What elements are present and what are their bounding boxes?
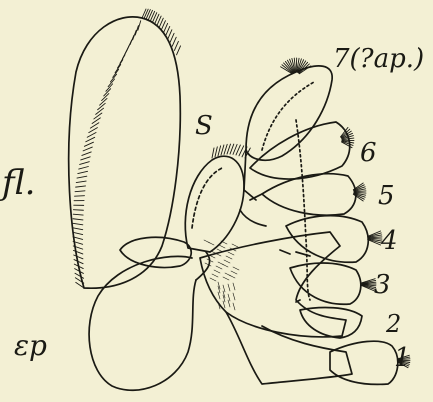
- segment-7-setae: [281, 58, 311, 74]
- internal-dotted-line: [296, 120, 310, 300]
- segment-4-setae: [368, 231, 382, 245]
- label-segment-6: 6: [360, 140, 377, 166]
- label-segment-2: 2: [386, 312, 401, 336]
- label-segment-4: 4: [381, 228, 398, 254]
- label-segment-7: 7(?ap.): [333, 46, 424, 72]
- basal-lobe: [120, 237, 191, 267]
- segment-4: [286, 216, 368, 263]
- segment-7: [246, 66, 332, 160]
- flabellum-setae: [73, 9, 181, 288]
- label-segment-3: 3: [374, 272, 391, 298]
- segment-1: [330, 341, 398, 384]
- segment-7-dotted: [262, 82, 314, 150]
- label-segment-5: 5: [378, 183, 395, 209]
- label-flabellum: fl.: [2, 166, 36, 200]
- label-segment-1: 1: [394, 345, 411, 371]
- joint-lines: [240, 150, 300, 302]
- protopodite-shading: [204, 240, 239, 310]
- label-epipodite: εp: [14, 332, 47, 360]
- segment-6-setae: [340, 127, 354, 147]
- s-lobe: [185, 156, 244, 252]
- segment-4-dot: [296, 252, 310, 256]
- s-lobe-setae: [212, 144, 250, 158]
- epipodite-lobe: [89, 256, 196, 390]
- segment-3: [290, 263, 361, 304]
- protopodite: [200, 232, 346, 337]
- segment-2: [300, 308, 362, 338]
- flabellum-lobe: [69, 17, 181, 288]
- label-s: S: [195, 113, 213, 139]
- segment-5: [262, 174, 356, 215]
